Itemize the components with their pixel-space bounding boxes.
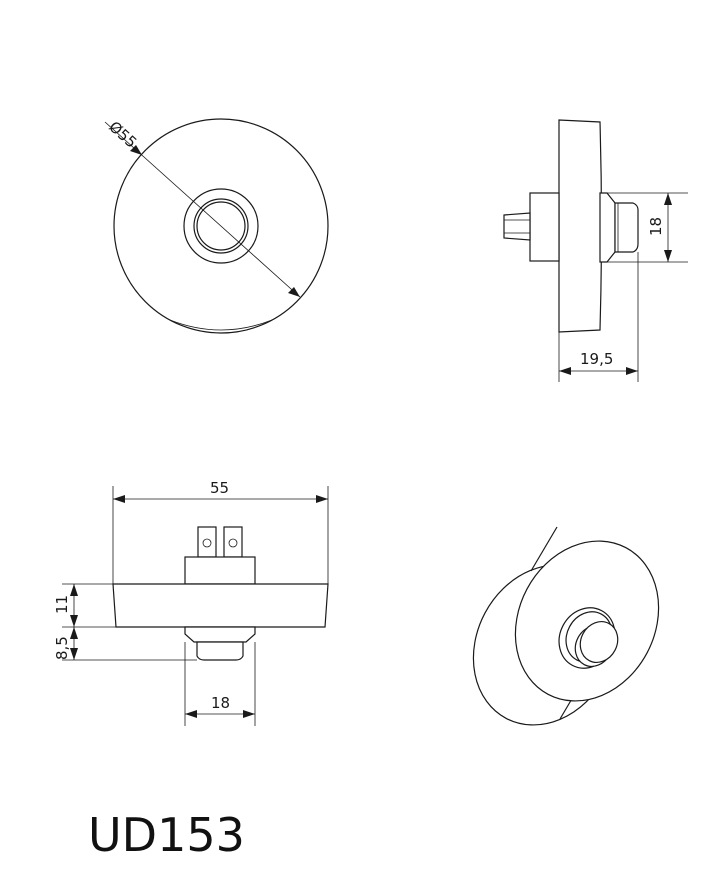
bottom-bezel [184, 626, 256, 643]
front-view: Ø55 [104, 118, 329, 334]
bottom-terminal-left [197, 526, 217, 558]
side-view: 18 19,5 [503, 119, 688, 382]
bottom-push-button [196, 641, 244, 661]
bottom-button-height-label: 8,5 [53, 636, 71, 660]
side-rear-housing [529, 192, 560, 262]
side-terminal-tab [503, 212, 531, 241]
side-bezel [599, 192, 616, 263]
bottom-view: 55 11 8,5 18 [53, 479, 329, 726]
bottom-terminal-right [223, 526, 243, 558]
front-button-outer [193, 198, 249, 254]
front-diameter-arrow-top [130, 145, 142, 155]
side-height-label: 18 [647, 217, 665, 236]
front-outer-circle [113, 118, 329, 334]
iso-button-top [579, 621, 619, 663]
iso-front-face [514, 540, 660, 702]
side-depth-label: 19,5 [580, 350, 613, 368]
model-code: UD153 [88, 808, 245, 862]
bottom-width-label: 55 [210, 479, 229, 497]
isometric-view [472, 526, 660, 726]
side-disc [558, 119, 603, 333]
front-button-inner [196, 201, 246, 251]
front-diameter-arrow-bottom [288, 287, 300, 297]
side-push-button [614, 202, 639, 253]
bottom-body [112, 583, 329, 628]
front-lower-shadow [169, 319, 273, 331]
front-bezel-circle [183, 188, 259, 264]
bottom-body-height-label: 11 [53, 595, 71, 614]
bottom-rear-housing [184, 556, 256, 585]
bottom-button-width-label: 18 [211, 694, 230, 712]
